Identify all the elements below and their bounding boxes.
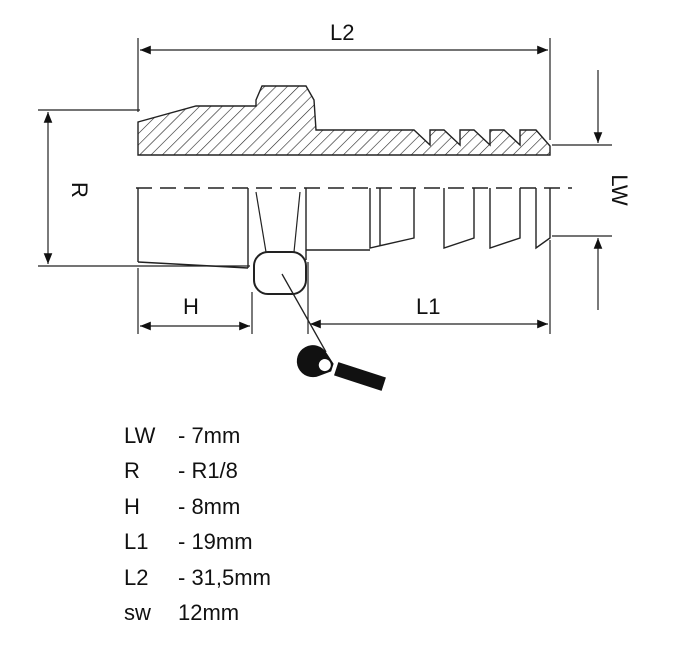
hex-nut [253,251,307,295]
spec-key: L1 [124,529,149,555]
spec-row-r: R - R1/8 [124,454,271,490]
spec-key: R [124,458,140,484]
l1-label: L1 [416,294,440,319]
lw-label: LW [607,174,632,206]
spec-row-h: H - 8mm [124,489,271,525]
r-label: R [67,182,92,198]
spec-key: H [124,493,140,519]
l2-label: L2 [330,20,354,45]
fitting-body-lower [137,188,551,269]
spec-value: 12mm [178,600,240,626]
wrench-leader [281,273,327,353]
dimension-l1 [307,240,551,334]
spec-value: - R1/8 [178,458,238,484]
dimension-lw [552,70,612,310]
spec-value: - 31,5mm [178,564,271,590]
spec-row-lw: LW - 7mm [124,418,271,454]
dimension-h [137,268,253,334]
spec-row-l2: L2 - 31,5mm [124,560,271,596]
hatched-section [137,85,551,156]
spec-key: L2 [124,564,149,590]
spec-value: - 19mm [178,529,253,555]
h-label: H [183,294,199,319]
spec-table: LW - 7mm R - R1/8 H - 8mm L1 - 19mm L2 -… [124,418,271,631]
wrench-icon [296,345,386,391]
spec-row-sw: sw 12mm [124,596,271,632]
dimension-l2 [137,38,551,140]
spec-value: - 8mm [178,493,241,519]
fitting-drawing: L2 R LW H L1 [38,20,632,391]
dimension-r [38,109,250,267]
spec-key: sw [124,600,151,626]
spec-value: - 7mm [178,422,241,448]
spec-row-l1: L1 - 19mm [124,525,271,561]
spec-key: LW [124,422,156,448]
